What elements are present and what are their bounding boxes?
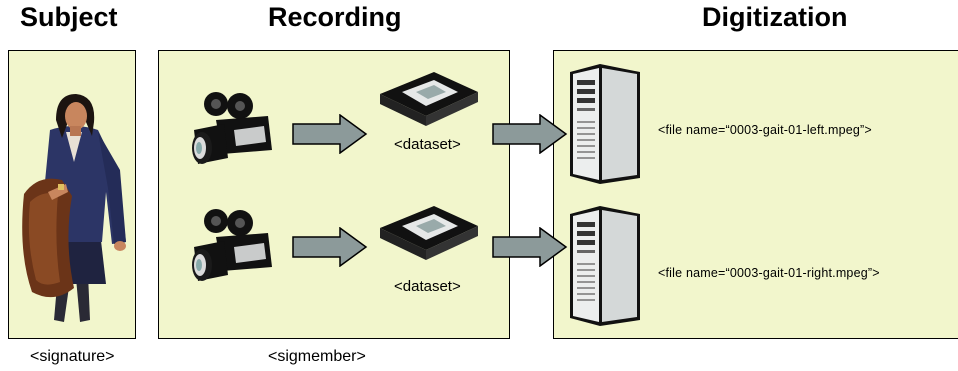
file-label: <file name=“0003-gait-01-right.mpeg”> [658, 266, 880, 280]
recording-heading: Recording [268, 2, 402, 32]
videotape-icon [372, 68, 484, 130]
dataset-label: <dataset> [394, 136, 461, 153]
right-arrow-icon [292, 114, 368, 154]
videotape-icon [372, 202, 484, 264]
server-tower-icon [566, 204, 644, 328]
subject-heading: Subject [20, 2, 118, 32]
person-icon [14, 92, 132, 327]
signature-caption: <signature> [30, 348, 115, 365]
right-arrow-icon [492, 227, 568, 267]
file-label: <file name=“0003-gait-01-left.mpeg”> [658, 123, 872, 137]
right-arrow-icon [492, 114, 568, 154]
server-tower-icon [566, 62, 644, 186]
digitization-heading: Digitization [702, 2, 848, 32]
dataset-label: <dataset> [394, 278, 461, 295]
sigmember-caption: <sigmember> [268, 348, 366, 365]
video-camera-icon [188, 207, 278, 287]
video-camera-icon [188, 90, 278, 170]
right-arrow-icon [292, 227, 368, 267]
